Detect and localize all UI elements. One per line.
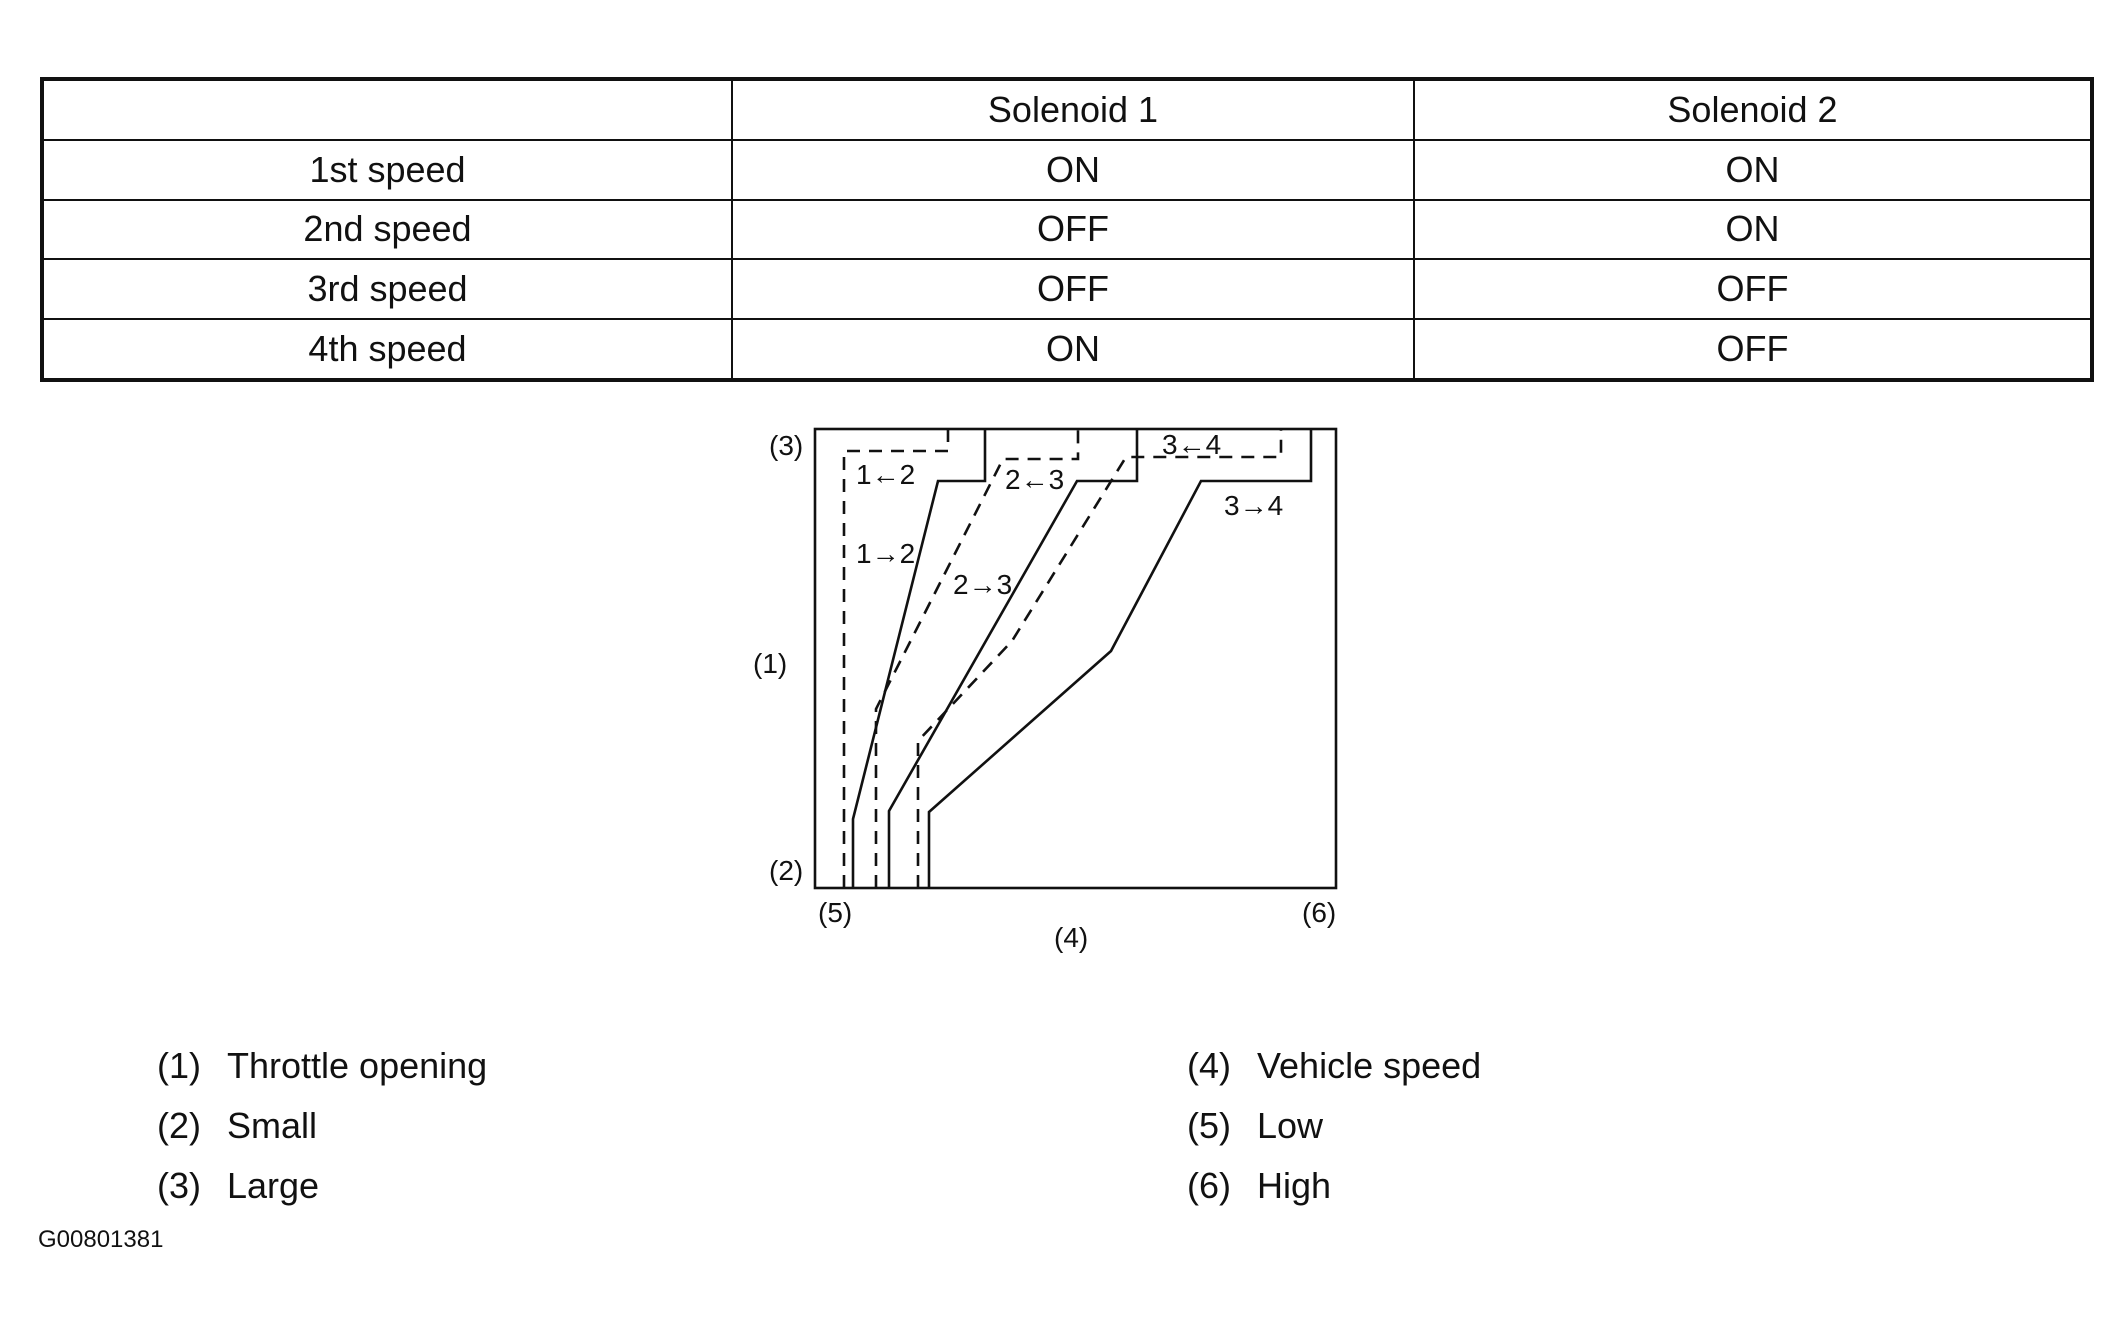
table-header-cell <box>41 78 733 141</box>
legend-number: (4) <box>1187 1045 1231 1086</box>
shift-label-2-3-up: 2→3 <box>953 569 1012 600</box>
shift-label-2-3-down: 2←3 <box>1005 464 1064 495</box>
legend-text: Vehicle speed <box>1257 1045 1482 1086</box>
shift-line-3-4-up <box>927 429 1313 888</box>
table-row: 2nd speed OFF ON <box>41 198 2093 261</box>
shift-line-3-4-down <box>916 429 1283 888</box>
speed-cell: 4th speed <box>41 317 733 382</box>
table-row: 1st speed ON ON <box>41 139 2093 201</box>
legend-left: (1) Throttle opening (2) Small (3) Large <box>157 1036 487 1216</box>
shift-line-1-2-up <box>851 429 987 888</box>
legend-number: (5) <box>1187 1105 1231 1146</box>
speed-cell: 2nd speed <box>41 198 733 261</box>
legend-number: (2) <box>157 1105 201 1146</box>
solenoid1-cell: ON <box>731 139 1415 201</box>
legend-item: (3) Large <box>157 1156 487 1216</box>
diagram-frame <box>813 427 1338 890</box>
label-vehicle-speed: (4) <box>1054 922 1088 953</box>
solenoid1-cell: ON <box>731 317 1415 382</box>
solenoid1-cell: OFF <box>731 258 1415 320</box>
solenoid2-cell: ON <box>1413 139 2093 201</box>
legend-item: (2) Small <box>157 1096 487 1156</box>
legend-text: Throttle opening <box>227 1045 488 1086</box>
table-header-row: Solenoid 1 Solenoid 2 <box>41 78 2093 141</box>
legend-item: (4) Vehicle speed <box>1187 1036 1481 1096</box>
legend-right: (4) Vehicle speed (5) Low (6) High <box>1187 1036 1481 1216</box>
legend-number: (6) <box>1187 1165 1231 1206</box>
label-low: (5) <box>818 897 852 928</box>
legend-text: Small <box>227 1105 318 1146</box>
shift-line-2-3-up <box>887 429 1139 888</box>
solenoid2-cell: ON <box>1413 198 2093 261</box>
table-row: 3rd speed OFF OFF <box>41 258 2093 320</box>
shift-line-2-3-down <box>874 429 1080 888</box>
shift-label-3-4-down: 3←4 <box>1162 429 1221 460</box>
table-header-cell: Solenoid 2 <box>1413 78 2093 141</box>
table-header-cell: Solenoid 1 <box>731 78 1415 141</box>
label-throttle-opening: (1) <box>753 648 787 679</box>
shift-label-1-2-up: 1→2 <box>856 538 915 569</box>
solenoid1-cell: OFF <box>731 198 1415 261</box>
solenoid-table: Solenoid 1 Solenoid 2 1st speed ON ON 2n… <box>40 77 2094 382</box>
legend-number: (3) <box>157 1165 201 1206</box>
label-small: (2) <box>769 855 803 886</box>
figure-id: G00801381 <box>38 1226 164 1253</box>
speed-cell: 1st speed <box>41 139 733 201</box>
shift-label-1-2-down: 1←2 <box>856 459 915 490</box>
speed-cell: 3rd speed <box>41 258 733 320</box>
label-large: (3) <box>769 430 803 461</box>
legend-item: (6) High <box>1187 1156 1481 1216</box>
legend-number: (1) <box>157 1045 201 1086</box>
legend-item: (5) Low <box>1187 1096 1481 1156</box>
legend-item: (1) Throttle opening <box>157 1036 487 1096</box>
solenoid2-cell: OFF <box>1413 258 2093 320</box>
legend-text: Large <box>227 1165 320 1206</box>
solenoid2-cell: OFF <box>1413 317 2093 382</box>
shift-line-1-2-down <box>842 429 950 888</box>
legend-text: Low <box>1257 1105 1324 1146</box>
shift-label-3-4-up: 3→4 <box>1224 490 1283 521</box>
legend-text: High <box>1257 1165 1332 1206</box>
label-high: (6) <box>1302 897 1336 928</box>
table-row: 4th speed ON OFF <box>41 317 2093 382</box>
